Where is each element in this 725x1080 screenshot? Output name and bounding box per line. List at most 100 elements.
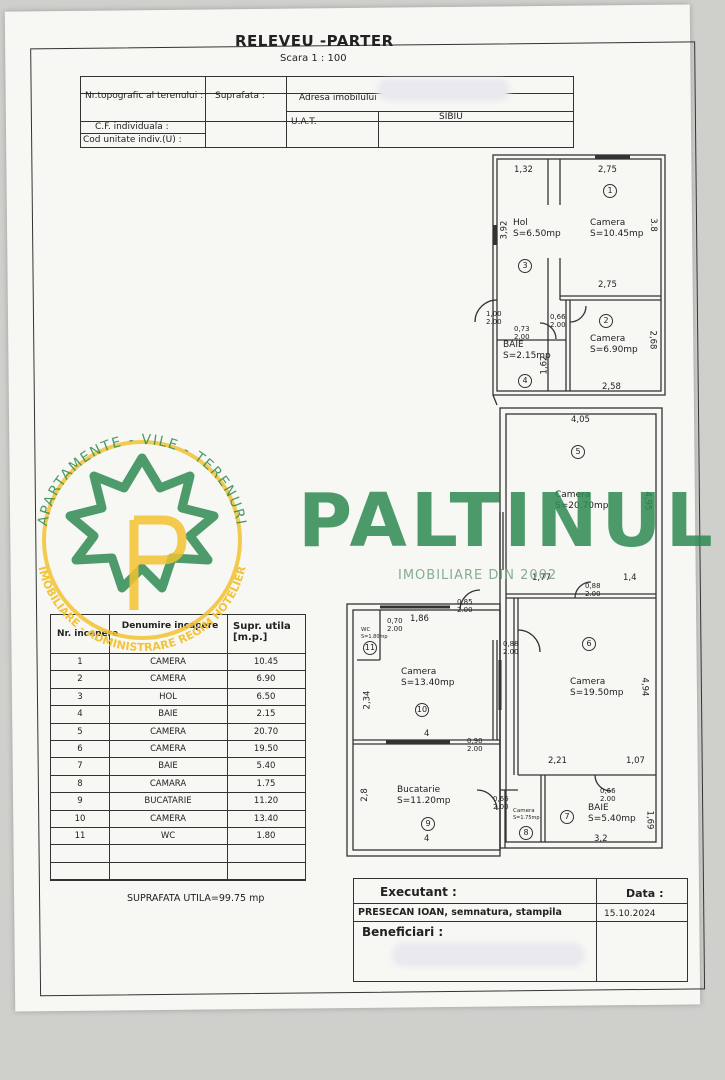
room-6-area: S=19.50mp (570, 688, 624, 698)
table-cell-nr: 11 (74, 831, 86, 841)
dim-label: 4 (424, 834, 430, 844)
table-row-divider (51, 774, 305, 776)
total-area: SUPRAFATA UTILA=99.75 mp (127, 893, 265, 904)
table-cell-area: 20.70 (253, 726, 279, 737)
dim-label: 2.00 (486, 318, 502, 326)
room-6-marker: 6 (582, 637, 596, 651)
dim-label: 2.00 (467, 745, 483, 753)
room-3-area: S=6.50mp (513, 229, 561, 239)
redacted-beneficiary (396, 947, 581, 963)
room-11-area: S=1.80mp (361, 634, 388, 640)
dim-label: 3.8 (647, 218, 658, 232)
table-cell-name: CAMERA (150, 813, 186, 824)
room-5-area: S=20.70mp (555, 501, 609, 511)
dim-label: 0,66 (550, 313, 566, 321)
room-8-marker: 8 (519, 826, 533, 840)
dim-label: 4 (424, 729, 430, 739)
table-cell-area: 6.50 (256, 691, 276, 702)
table-cell-nr: 8 (77, 778, 83, 789)
dim-label: 0,88 (585, 582, 601, 590)
dim-label: 2.00 (585, 590, 601, 598)
cadastral-info-table: Nr.topografic al terenului : Suprafata :… (80, 76, 574, 148)
table-cell-nr: 5 (77, 726, 83, 737)
table-cell-nr: 1 (77, 657, 83, 667)
table-row-divider (51, 687, 305, 689)
dim-label: 1,00 (486, 310, 502, 318)
dim-label: 1,62 (539, 355, 550, 375)
room-1-marker: 1 (603, 184, 617, 198)
svg-text:IMOBILIARE - ADMINISTRARE REGI: IMOBILIARE - ADMINISTRARE REGIM HOTELIER (35, 564, 248, 654)
room-1-name: Camera (590, 218, 626, 228)
room-3-name: Hol (513, 218, 528, 228)
brand-watermark: PALTINUL (298, 478, 717, 564)
room-10-name: Camera (401, 667, 437, 677)
table-cell-area: 2.15 (256, 709, 276, 720)
dim-label: 2.00 (503, 648, 519, 656)
room-1-area: S=10.45mp (590, 229, 644, 239)
uat-value: SIBIU (439, 112, 463, 122)
dim-label: 0,90 (467, 737, 483, 745)
table-cell-name: HOL (159, 691, 177, 702)
table-cell-name: CAMERA (150, 657, 186, 667)
room-11-name: WC (361, 627, 371, 633)
room-4-marker: 4 (518, 374, 532, 388)
room-3-marker: 3 (518, 259, 532, 273)
table-cell-name: BAIE (158, 709, 178, 720)
table-cell-area: 13.40 (253, 813, 279, 824)
page-title: RELEVEU -PARTER (235, 32, 394, 50)
dim-label: 0,66 (600, 787, 616, 795)
table-cell-name: CAMERA (150, 674, 186, 685)
table-cell-name: CAMARA (149, 778, 187, 789)
dim-label: 0,70 (387, 617, 403, 625)
dim-label: 1,86 (410, 614, 429, 624)
table-row-divider (51, 740, 305, 741)
room-areas-table: Nr. incapere Denumire incapere Supr. uti… (50, 614, 306, 881)
dim-label: 4,05 (571, 415, 590, 425)
brand-tagline: IMOBILIARE DIN 2002 (398, 568, 558, 583)
room-6-name: Camera (570, 677, 606, 687)
watermark-seal: APARTAMENTE - VILE - TERENURI IMOBILIARE… (35, 432, 249, 654)
table-cell-nr: 9 (77, 796, 83, 807)
room-11-marker: 11 (363, 641, 377, 655)
cf-label: C.F. individuala : (95, 122, 169, 132)
col-header-name: Denumire incapere (121, 621, 219, 631)
table-cell-name: CAMERA (150, 744, 186, 754)
dim-label: 2.00 (514, 333, 530, 341)
dim-label: 2.00 (600, 795, 616, 803)
room-2-name: Camera (590, 334, 626, 344)
suprafata-label: Suprafata : (215, 91, 265, 101)
room-5-name: Camera (555, 490, 591, 500)
dim-label: 1,69 (644, 810, 655, 830)
table-row-divider (51, 827, 305, 828)
table-cell-name: WC (160, 831, 176, 841)
col-header-area: Supr. utila [m.p.] (233, 621, 291, 643)
table-row-divider (51, 705, 305, 707)
table-cell-nr: 10 (74, 813, 86, 824)
dim-label: 2.00 (493, 803, 509, 811)
dim-label: 1,4 (623, 573, 637, 583)
table-row-divider (51, 670, 305, 672)
data-label: Data : (626, 887, 664, 900)
room-8-name: Camera (513, 808, 535, 814)
dim-label: 2,34 (362, 690, 373, 710)
nr-topografic-label: Nr.topografic al terenului : (85, 91, 204, 101)
table-cell-area: 1.80 (256, 831, 276, 841)
dim-label: 4,94 (639, 677, 650, 697)
table-cell-name: BAIE (158, 761, 178, 772)
table-cell-nr: 6 (77, 744, 83, 754)
table-row-divider (51, 722, 305, 724)
seal-bottom-text: IMOBILIARE - ADMINISTRARE REGIM HOTELIER (35, 564, 248, 654)
room-7-marker: 7 (560, 810, 574, 824)
room-9-area: S=11.20mp (397, 796, 451, 806)
dim-label: 0,88 (503, 640, 519, 648)
drawing-scale: Scara 1 : 100 (280, 53, 347, 64)
room-7-name: BAIE (588, 803, 609, 813)
room-7-area: S=5.40mp (588, 814, 636, 824)
dim-label: 0,85 (457, 598, 473, 606)
table-row-divider (51, 844, 305, 846)
table-row-divider (51, 861, 305, 863)
col-header-nr: Nr. incapere (57, 629, 119, 639)
dim-label: 1,32 (514, 165, 533, 175)
executant-label: Executant : (380, 885, 457, 899)
